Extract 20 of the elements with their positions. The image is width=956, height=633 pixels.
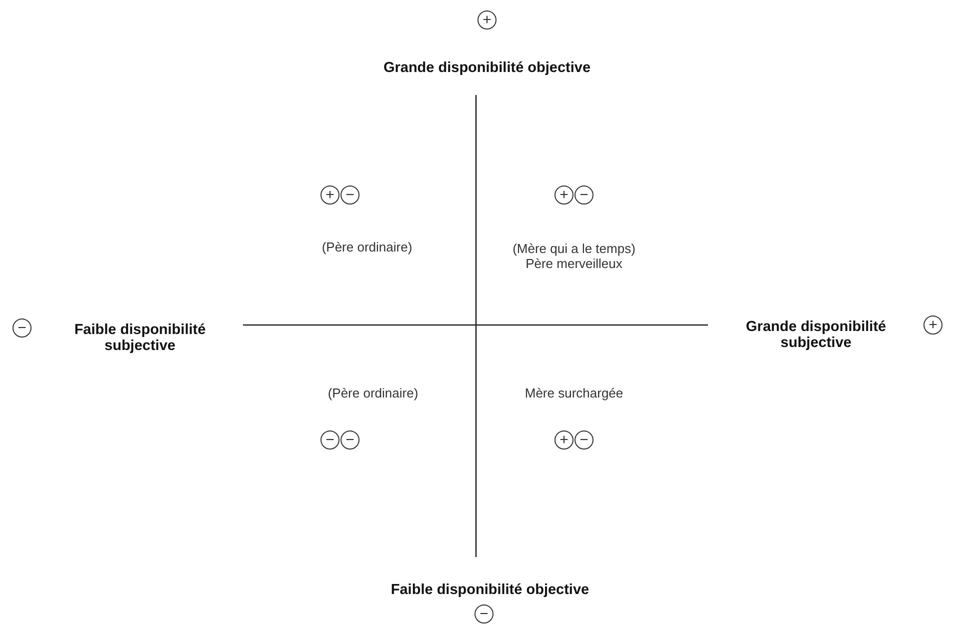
axis-label: Grande disponibilité subjective [744,319,888,351]
quadrant-label: (Mère qui a le temps) Père merveilleux [512,241,636,271]
quadrant-label: (Père ordinaire) [326,386,420,400]
quadrant-label: Mère surchargée [524,386,624,400]
sign-circle: + [924,316,942,334]
axis-label: Grande disponibilité objective [382,60,592,76]
sign-circle: − [12,318,32,338]
sign-circle: − [340,186,360,204]
sign-circle: + [320,186,340,204]
sign-circle: − [320,430,340,450]
sign-circle: − [574,186,594,204]
axis-label: Faible disponibilité objective [390,582,590,598]
sign-circle: + [554,186,574,204]
axis-label: Faible disponibilité subjective [73,322,207,354]
sign-circle: − [574,430,594,450]
sign-circle: + [478,10,496,30]
quadrant-label: (Père ordinaire) [320,240,414,254]
sign-circle: + [554,430,574,450]
sign-circle: − [474,604,494,624]
sign-circle: − [340,430,360,450]
